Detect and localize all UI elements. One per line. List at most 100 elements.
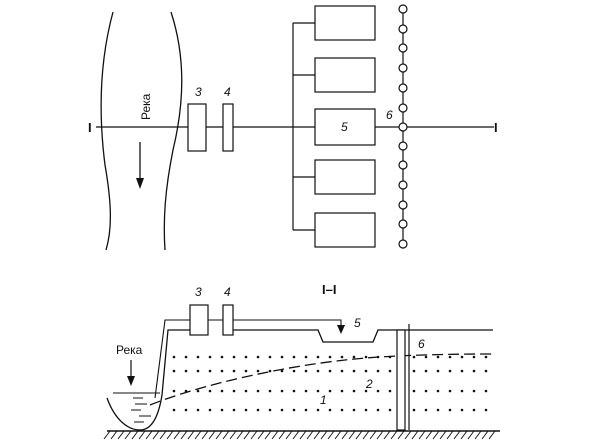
aquifer-dot (280, 408, 284, 412)
well-circle (398, 180, 408, 190)
aquifer-dot (340, 369, 344, 373)
aquifer-dot (472, 408, 476, 412)
aquifer-dot (220, 408, 224, 412)
aquifer-dot (196, 355, 200, 359)
aquifer-dot (184, 408, 188, 412)
well-circle (398, 43, 408, 53)
aquifer-dot (340, 355, 344, 359)
aquifer-dot (280, 355, 284, 359)
base-hatch-line (229, 430, 237, 440)
river-water-hatch (131, 397, 151, 423)
aquifer-dot (460, 408, 464, 412)
intake-structure-3 (189, 304, 209, 336)
base-hatch-line (222, 430, 230, 440)
pump-station-4 (222, 304, 234, 336)
base-hatch-line (390, 430, 398, 440)
aquifer-dot (268, 408, 272, 412)
aquifer-dot (340, 389, 344, 393)
plan-label-5: 5 (341, 120, 348, 134)
base-hatch-line (397, 430, 405, 440)
aquifer-dot (436, 355, 440, 359)
aquifer-dot (388, 408, 392, 412)
base-hatch-line (313, 430, 321, 440)
base-hatch-line (404, 430, 412, 440)
well-circle (398, 103, 408, 113)
aquifer-dot (232, 369, 236, 373)
base-hatch-line (103, 430, 111, 440)
base-hatch-line (278, 430, 286, 440)
aquifer-dot (364, 355, 368, 359)
aquifer-dot (304, 408, 308, 412)
aquifer-dot (484, 355, 488, 359)
aquifer-dot (256, 369, 260, 373)
plan-label-4: 4 (224, 85, 231, 99)
aquifer-dot (328, 355, 332, 359)
aquifer-dot (256, 408, 260, 412)
section-label-3: 3 (195, 285, 202, 299)
terrain-surface (106, 329, 190, 431)
base-hatch-line (208, 430, 216, 440)
base-hatch-line (194, 430, 202, 440)
base-hatch-line (474, 430, 482, 440)
aquifer-dot (340, 408, 344, 412)
base-hatch-line (411, 430, 419, 440)
base-hatch-line (425, 430, 433, 440)
aquifer-dot (424, 355, 428, 359)
base-hatch-line (110, 430, 118, 440)
river-bank-right (163, 11, 183, 251)
well-circle (398, 219, 408, 229)
aquifer-dot (412, 389, 416, 393)
section-label-2: 2 (365, 377, 373, 391)
section-label-5: 5 (354, 316, 361, 330)
plan-label-6: 6 (386, 108, 393, 122)
aquifer-dot (208, 408, 212, 412)
base-hatch-line (173, 430, 181, 440)
aquifer-dot (316, 408, 320, 412)
section-view: I–I Река 5 3 4 2 1 6 (103, 282, 500, 440)
aquifer-dot (472, 369, 476, 373)
base-hatch-line (187, 430, 195, 440)
aquifer-dot (220, 355, 224, 359)
aquifer-dot (172, 389, 176, 393)
wells (398, 4, 408, 249)
aquifer-dot (352, 389, 356, 393)
well-circle (398, 24, 408, 34)
well-circle (398, 200, 408, 210)
base-hatch-line (334, 430, 342, 440)
aquifer-dot (352, 408, 356, 412)
river-arrow-head (127, 376, 135, 386)
section-mark-right: I (494, 120, 498, 135)
well-circle (398, 63, 408, 73)
base-hatch-line (418, 430, 426, 440)
aquifer-dot (304, 389, 308, 393)
aquifer-dot (328, 369, 332, 373)
river-bank-left (100, 11, 114, 251)
aquifer-dot (280, 369, 284, 373)
aquifer-dot (184, 369, 188, 373)
aquifer-dot (196, 389, 200, 393)
aquifer-dot (268, 369, 272, 373)
aquifer-dot (244, 355, 248, 359)
base-hatch-line (292, 430, 300, 440)
aquifer-dot (292, 369, 296, 373)
base-hatch-line (481, 430, 489, 440)
aquifer-dot (184, 355, 188, 359)
manifold-branches (293, 22, 315, 231)
base-hatch-line (152, 430, 160, 440)
base-hatch-line (117, 430, 125, 440)
aquifer-dot (484, 389, 488, 393)
base-hatch-line (250, 430, 258, 440)
base-hatch-line (257, 430, 265, 440)
base-hatch-line (369, 430, 377, 440)
aquifer-dot (436, 408, 440, 412)
base-hatch-line (243, 430, 251, 440)
aquifer-dot (172, 355, 176, 359)
aquifer-dot (244, 389, 248, 393)
well-casing (396, 329, 406, 431)
base-hatch-line (327, 430, 335, 440)
well-circle (398, 141, 408, 151)
aquifer-dot (292, 355, 296, 359)
aquifer-dot (484, 369, 488, 373)
terrain-surface-right (233, 329, 493, 343)
